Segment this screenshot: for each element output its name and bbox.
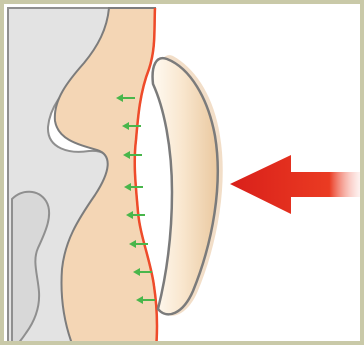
anatomy-diagram — [4, 4, 364, 345]
large-left-arrow-icon — [230, 155, 364, 214]
